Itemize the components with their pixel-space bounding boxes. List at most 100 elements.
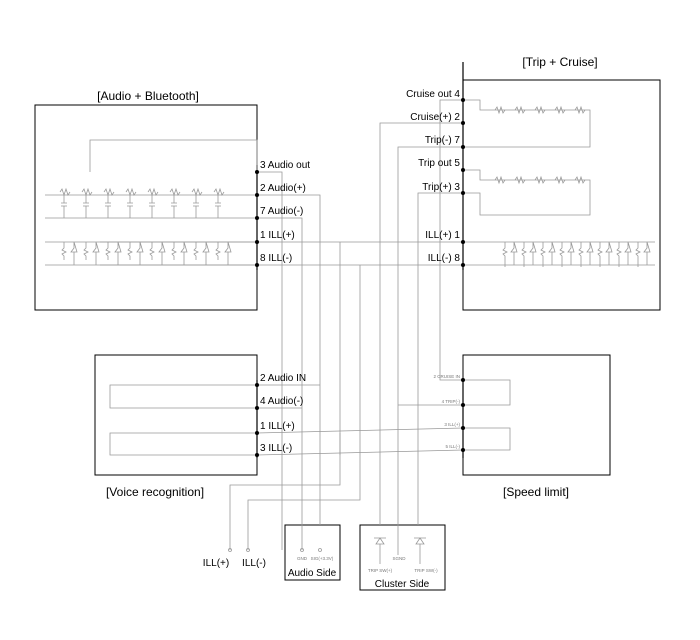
pin-connector xyxy=(461,240,465,244)
audio-internal-circuit xyxy=(45,139,258,266)
resistor-icon xyxy=(213,187,225,197)
led-icon xyxy=(83,241,100,265)
led-icon xyxy=(559,241,575,267)
pin-label: 5 ILL(-) xyxy=(445,444,460,449)
ill-plus-terminal: ILL(+) xyxy=(203,558,229,569)
led-icon xyxy=(578,241,594,267)
led-icon xyxy=(149,241,166,265)
pin-label: 8 ILL(-) xyxy=(260,253,292,264)
pin-label: Trip(-) 7 xyxy=(425,135,461,146)
resistor-icon xyxy=(147,187,159,197)
led-icon xyxy=(105,241,122,265)
pin-label: 1 ILL(+) xyxy=(260,230,295,241)
audio-module-title: [Audio + Bluetooth] xyxy=(97,89,199,103)
led-icon xyxy=(215,241,232,265)
terminal-label: GND xyxy=(297,556,308,561)
pin-label: Trip(+) 3 xyxy=(422,182,460,193)
ill-minus-terminal: ILL(-) xyxy=(242,558,266,569)
pin-label: 3 ILL(-) xyxy=(260,443,292,454)
pin-connector xyxy=(461,98,465,102)
led-icon xyxy=(521,241,537,267)
voice-internal-circuit xyxy=(109,384,257,456)
resistor-icon xyxy=(81,187,93,197)
pin-label: 4 Audio(-) xyxy=(260,396,303,407)
pin-label: 7 Audio(-) xyxy=(260,206,303,217)
pin-connector xyxy=(461,121,465,125)
pin-connector xyxy=(461,191,465,195)
resistor-icon xyxy=(103,187,115,197)
pin-connector xyxy=(461,403,465,407)
voice-recognition-module xyxy=(94,354,258,476)
trip-module-title: [Trip + Cruise] xyxy=(522,55,597,69)
resistor-icon xyxy=(514,105,526,185)
voice-module-title: [Voice recognition] xyxy=(106,485,204,499)
trip-cruise-module xyxy=(462,79,661,311)
audio-bluetooth-module xyxy=(34,104,258,311)
led-icon xyxy=(193,241,210,265)
pin-connector xyxy=(255,431,259,435)
pin-connector xyxy=(255,406,259,410)
resistor-icon xyxy=(494,105,506,185)
resistor-icon xyxy=(169,187,181,197)
resistor-icon xyxy=(125,187,137,197)
audio-side-box xyxy=(284,524,341,581)
led-icon xyxy=(616,241,632,267)
pin-connector xyxy=(461,426,465,430)
resistor-icon xyxy=(574,105,586,185)
speed-internal-circuit xyxy=(463,379,511,451)
pin-label: 3 ILL(+) xyxy=(444,422,460,427)
pin-label: 2 CRUISE IN xyxy=(433,374,460,379)
audio-side-title: Audio Side xyxy=(288,568,337,579)
capacitor-icon xyxy=(83,195,89,218)
led-icon xyxy=(540,241,556,267)
pin-label: Cruise out 4 xyxy=(406,89,460,100)
pin-connector xyxy=(255,383,259,387)
speed-module-title: [Speed limit] xyxy=(503,485,569,499)
pin-label: 2 Audio IN xyxy=(260,373,306,384)
led-icon xyxy=(502,241,518,267)
pin-label: Trip out 5 xyxy=(418,158,460,169)
capacitor-icon xyxy=(215,195,221,218)
pin-connector xyxy=(255,170,259,174)
pin-connector xyxy=(461,263,465,267)
resistor-icon xyxy=(554,105,566,185)
capacitor-icon xyxy=(193,195,199,218)
pin-connector xyxy=(255,453,259,457)
speed-limit-module xyxy=(462,354,611,476)
resistor-icon xyxy=(191,187,203,197)
pin-label: ILL(-) 8 xyxy=(428,253,461,264)
pin-connector xyxy=(255,240,259,244)
capacitor-icon xyxy=(127,195,133,218)
pin-connector xyxy=(255,216,259,220)
terminal-label: SIG(+3.3V) xyxy=(311,556,334,561)
capacitor-icon xyxy=(105,195,111,218)
led-icon xyxy=(597,241,613,267)
terminal-label: TRIP SW(+) xyxy=(368,568,393,573)
terminal-label: TRIP SW(-) xyxy=(414,568,438,573)
led-icon xyxy=(61,241,78,265)
capacitor-icon xyxy=(149,195,155,218)
pin-label: 1 ILL(+) xyxy=(260,421,295,432)
diode-icon xyxy=(374,537,426,564)
led-icon xyxy=(127,241,144,265)
pin-label: ILL(+) 1 xyxy=(425,230,460,241)
harness-wires xyxy=(100,99,464,555)
pin-label: 4 TRIP(-) xyxy=(442,399,461,404)
led-icon xyxy=(635,241,651,267)
cluster-side-title: Cluster Side xyxy=(375,579,430,590)
resistor-icon xyxy=(59,187,71,197)
pin-label: Cruise(+) 2 xyxy=(410,112,460,123)
capacitor-icon xyxy=(171,195,177,218)
trip-internal-circuit xyxy=(463,99,655,267)
terminal-label: SGND xyxy=(392,556,406,561)
pin-connector xyxy=(461,145,465,149)
led-icon xyxy=(171,241,188,265)
pin-label: 2 Audio(+) xyxy=(260,183,306,194)
pin-connector xyxy=(461,378,465,382)
resistor-icon xyxy=(534,105,546,185)
pin-connector xyxy=(255,263,259,267)
capacitor-icon xyxy=(61,195,67,218)
pin-connector xyxy=(461,448,465,452)
pin-label: 3 Audio out xyxy=(260,160,310,171)
